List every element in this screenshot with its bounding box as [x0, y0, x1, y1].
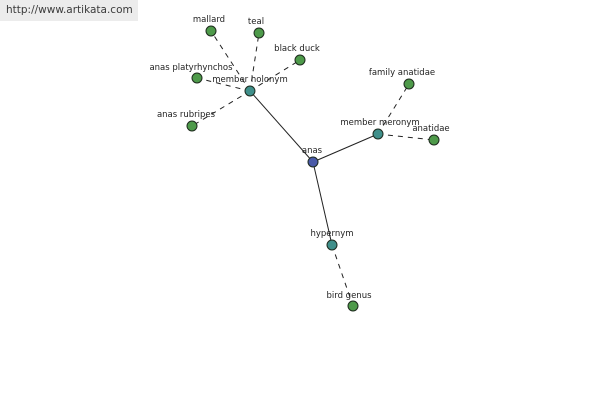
node-mallard[interactable]: [205, 25, 217, 37]
node-label-anatidae: anatidae: [412, 124, 449, 134]
node-label-member-holonym: member holonym: [212, 75, 287, 85]
node-anas[interactable]: [307, 156, 319, 168]
node-label-anas: anas: [302, 146, 323, 156]
node-label-mallard: mallard: [193, 15, 225, 25]
edge-hypernym-to-bird-genus: [331, 244, 354, 307]
node-label-anas-platyrhynchos: anas platyrhynchos: [149, 63, 233, 73]
edge-member-holonym-to-anas-rubripes: [191, 90, 251, 127]
node-label-bird-genus: bird genus: [326, 291, 372, 301]
node-family-anatidae[interactable]: [403, 78, 415, 90]
node-label-black-duck: black duck: [274, 44, 320, 54]
node-anatidae[interactable]: [428, 134, 440, 146]
edge-anas-to-member-meronym: [312, 133, 379, 163]
node-bird-genus[interactable]: [347, 300, 359, 312]
node-label-teal: teal: [248, 17, 264, 27]
source-link[interactable]: http://www.artikata.com: [0, 0, 138, 21]
node-label-anas-rubripes: anas rubripes: [157, 110, 216, 120]
label-layer: anas member holonym member meronym hypernym…: [149, 15, 449, 301]
node-hypernym[interactable]: [326, 239, 338, 251]
node-member-holonym[interactable]: [244, 85, 256, 97]
edge-anas-to-hypernym: [312, 161, 333, 246]
edge-member-holonym-to-mallard: [210, 30, 251, 92]
node-label-family-anatidae: family anatidae: [369, 68, 435, 78]
node-black-duck[interactable]: [294, 54, 306, 66]
node-anas-rubripes[interactable]: [186, 120, 198, 132]
node-member-meronym[interactable]: [372, 128, 384, 140]
edge-anas-to-member-holonym: [249, 90, 314, 163]
node-label-member-meronym: member meronym: [340, 118, 419, 128]
node-anas-platyrhynchos[interactable]: [191, 72, 203, 84]
edge-member-meronym-to-anatidae: [377, 133, 435, 141]
node-teal[interactable]: [253, 27, 265, 39]
node-layer: [186, 25, 440, 312]
edge-layer: [191, 30, 435, 307]
node-label-hypernym: hypernym: [310, 229, 353, 239]
